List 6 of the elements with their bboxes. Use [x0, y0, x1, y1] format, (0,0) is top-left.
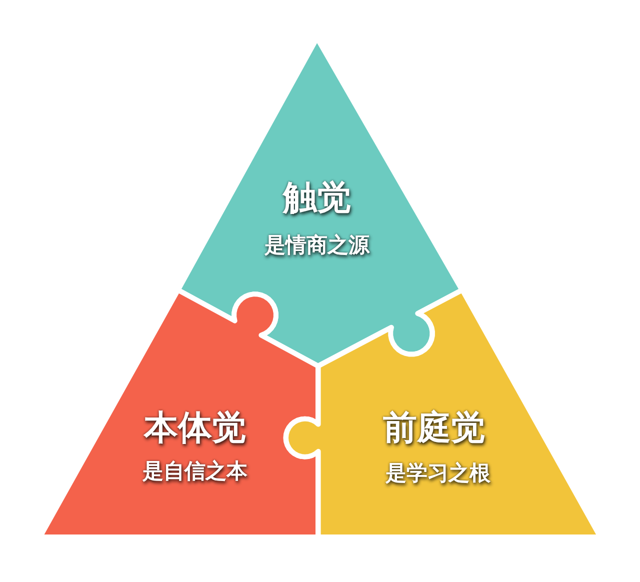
piece-subtitle: 是情商之源 [264, 232, 370, 259]
piece-title: 前庭觉 [382, 407, 485, 450]
piece-subtitle: 是自信之本 [142, 458, 248, 485]
piece-subtitle: 是学习之根 [385, 460, 490, 487]
piece-title: 触觉 [283, 177, 351, 220]
piece-title: 本体觉 [144, 407, 246, 450]
